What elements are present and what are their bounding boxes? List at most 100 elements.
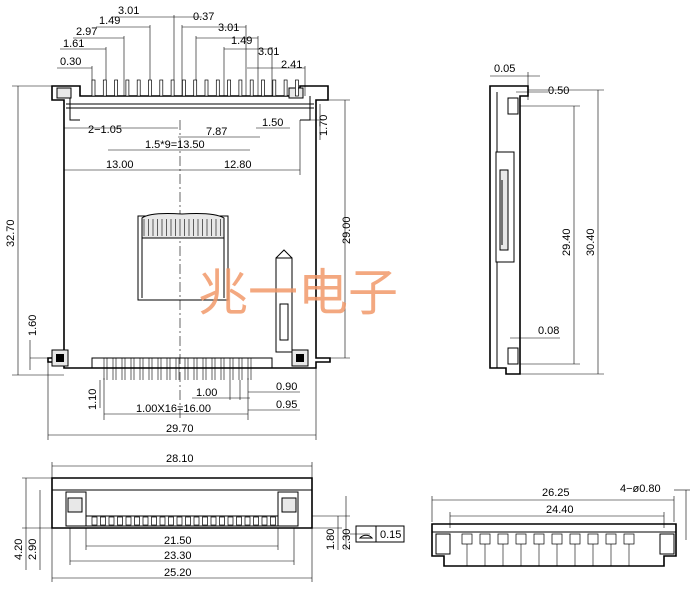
dim-1-10: 1.10 bbox=[87, 389, 99, 410]
front-pin bbox=[142, 516, 149, 526]
top-pin bbox=[159, 79, 164, 97]
dim-29-00: 29.00 bbox=[341, 216, 353, 244]
top-pin bbox=[125, 79, 130, 97]
dim-0-37: 0.37 bbox=[193, 11, 214, 23]
dim-3-01-c: 3.01 bbox=[258, 46, 279, 58]
dim-0-30: 0.30 bbox=[60, 56, 81, 68]
dim-1-00x16: 1.00X16=16.00 bbox=[136, 403, 211, 415]
bottom-view-pin bbox=[587, 533, 599, 545]
bottom-view: 26.25 24.40 4−ø0.80 bbox=[431, 483, 690, 567]
top-pin bbox=[182, 79, 186, 97]
dim-1-61: 1.61 bbox=[63, 38, 84, 50]
dim-25-20: 25.20 bbox=[164, 567, 192, 579]
dim-3-01-a: 3.01 bbox=[118, 5, 139, 17]
front-pin bbox=[117, 516, 123, 526]
top-pin bbox=[114, 79, 118, 97]
top-pin bbox=[136, 79, 141, 97]
top-pin bbox=[193, 79, 198, 97]
dim-1-00: 1.00 bbox=[196, 387, 217, 399]
dim-pitch-13-50: 1.5*9=13.50 bbox=[145, 139, 205, 151]
dim-28-10: 28.10 bbox=[166, 453, 194, 465]
front-pin bbox=[202, 516, 208, 526]
dim-1-60: 1.60 bbox=[27, 315, 39, 336]
front-pin bbox=[100, 516, 106, 526]
dim-1-80: 1.80 bbox=[325, 529, 337, 550]
bottom-view-pin bbox=[479, 533, 491, 545]
front-pin bbox=[236, 516, 242, 526]
top-pin bbox=[215, 79, 220, 97]
bottom-view-pin bbox=[605, 533, 617, 545]
dim-1-50: 1.50 bbox=[262, 117, 283, 129]
front-pin bbox=[244, 516, 251, 526]
flatness-frame bbox=[355, 525, 405, 543]
dim-0-90: 0.90 bbox=[276, 381, 297, 393]
dim-12-80: 12.80 bbox=[224, 159, 252, 171]
dim-3-01-b: 3.01 bbox=[218, 22, 239, 34]
front-view: 28.10 21.50 bbox=[13, 453, 405, 582]
front-pin bbox=[108, 516, 115, 526]
dim-1-49-b: 1.49 bbox=[231, 35, 252, 47]
top-pin bbox=[148, 79, 152, 97]
front-pin bbox=[91, 516, 98, 526]
side-view: 0.05 0.50 29.40 30.40 0.08 bbox=[489, 63, 604, 375]
top-pin bbox=[295, 79, 299, 97]
dim-holes: 4−ø0.80 bbox=[620, 483, 661, 495]
top-pin bbox=[238, 79, 243, 97]
front-pin bbox=[227, 516, 234, 526]
dim-2-90: 2.90 bbox=[27, 539, 39, 560]
bottom-view-pin bbox=[461, 533, 473, 545]
dim-29-70: 29.70 bbox=[166, 423, 194, 435]
front-pin bbox=[193, 516, 200, 526]
top-pin bbox=[91, 79, 96, 97]
dim-1-49-a: 1.49 bbox=[99, 15, 120, 27]
dim-26-25: 26.25 bbox=[542, 487, 570, 499]
front-pin bbox=[253, 516, 259, 526]
bottom-view-pin bbox=[533, 533, 545, 545]
dim-29-40: 29.40 bbox=[561, 228, 573, 256]
top-pin bbox=[249, 79, 254, 97]
dim-2-1-05: 2−1.05 bbox=[88, 124, 122, 136]
bottom-view-pin bbox=[623, 533, 635, 545]
bottom-view-pin bbox=[497, 533, 509, 545]
front-pin bbox=[176, 516, 183, 526]
front-pin bbox=[159, 516, 166, 526]
dim-13-00: 13.00 bbox=[106, 159, 134, 171]
top-pin bbox=[283, 79, 288, 97]
dim-23-30: 23.30 bbox=[164, 550, 192, 562]
bottom-view-pin bbox=[551, 533, 563, 545]
dim-0-95: 0.95 bbox=[276, 399, 297, 411]
dim-2-97: 2.97 bbox=[76, 26, 97, 38]
front-pin bbox=[151, 516, 157, 526]
dim-0-05: 0.05 bbox=[494, 63, 515, 75]
dim-7-87: 7.87 bbox=[206, 126, 227, 138]
dim-1-70: 1.70 bbox=[318, 115, 330, 136]
bottom-view-pin bbox=[515, 533, 527, 545]
front-pin bbox=[168, 516, 174, 526]
dim-4-20: 4.20 bbox=[13, 539, 25, 560]
top-pin bbox=[204, 79, 209, 97]
front-pin bbox=[219, 516, 225, 526]
top-pin bbox=[227, 79, 231, 97]
bottom-view-pin bbox=[569, 533, 581, 545]
dim-0-50: 0.50 bbox=[548, 85, 569, 97]
front-pin bbox=[134, 516, 140, 526]
dim-32-70: 32.70 bbox=[5, 219, 17, 247]
front-pin bbox=[210, 516, 217, 526]
front-pin bbox=[261, 516, 268, 526]
top-view: 3.01 0.37 1.49 3.01 2.97 1.49 1.61 3.01 … bbox=[5, 5, 353, 440]
top-pin bbox=[272, 79, 277, 97]
top-pin bbox=[102, 79, 107, 97]
top-pin bbox=[261, 79, 265, 97]
front-pin bbox=[125, 516, 132, 526]
dim-2-41: 2.41 bbox=[281, 59, 302, 71]
flatness-symbol-icon bbox=[358, 534, 374, 539]
dim-30-40: 30.40 bbox=[585, 228, 597, 256]
dim-24-40: 24.40 bbox=[546, 504, 574, 516]
top-pin bbox=[170, 79, 175, 97]
dim-2-30: 2.30 bbox=[341, 529, 353, 550]
front-pin bbox=[270, 516, 276, 526]
watermark-text: 兆一电子 bbox=[198, 264, 398, 322]
flatness-value: 0.15 bbox=[380, 529, 401, 541]
front-pin bbox=[185, 516, 191, 526]
